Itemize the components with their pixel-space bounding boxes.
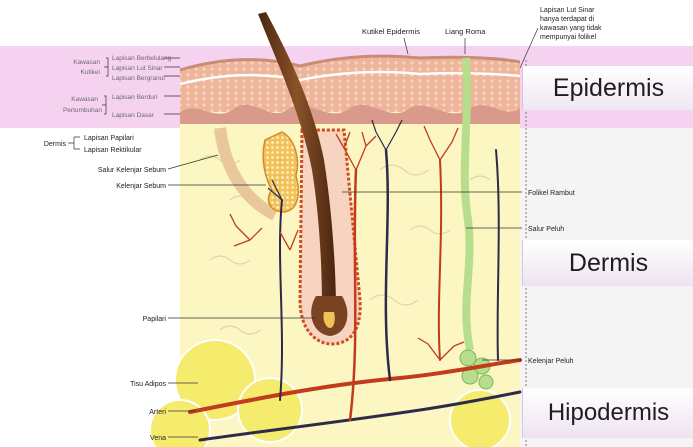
- epidermis-badge: Epidermis: [522, 66, 693, 110]
- label-salur-peluh: Salur Peluh: [528, 226, 564, 233]
- label-lapisan-bergranul: Lapisan Bergranul: [112, 75, 165, 82]
- label-lapisan-papilari: Lapisan Papilari: [84, 135, 134, 142]
- label-liang-roma: Liang Roma: [445, 27, 486, 36]
- hipodermis-badge: Hipodermis: [522, 388, 693, 438]
- dermis-badge: Dermis: [522, 240, 693, 286]
- label-salur-kelenjar-sebum: Salur Kelenjar Sebum: [98, 167, 166, 174]
- label-lapisan-lut-sinar: Lapisan Lut Sinar: [112, 65, 163, 72]
- label-note-line1: Lapisan Lut Sinar: [540, 7, 595, 14]
- label-dermis: Dermis: [44, 141, 67, 148]
- label-folikel-rambut: Folikel Rambut: [528, 190, 575, 197]
- label-papilari: Papilari: [143, 316, 167, 323]
- label-lapisan-retikular: Lapisan Rektikular: [84, 147, 142, 154]
- label-vena: Vena: [150, 435, 166, 442]
- label-kawasan-kutikel-2: Kutikel: [80, 69, 100, 76]
- sweat-duct: [465, 58, 470, 350]
- label-arteri: Arteri: [149, 409, 166, 416]
- label-lapisan-berduri: Lapisan Berduri: [112, 94, 158, 101]
- label-kawasan-pertumbuhan-1: Kawasan: [71, 96, 98, 103]
- sebaceous-gland: [263, 132, 298, 212]
- label-kelenjar-peluh: Kelenjar Peluh: [528, 358, 574, 365]
- label-kawasan-pertumbuhan-2: Pertumbuhan: [63, 107, 102, 114]
- label-kelenjar-sebum: Kelenjar Sebum: [116, 183, 166, 190]
- label-lapisan-dasar: Lapisan Dasar: [112, 112, 155, 119]
- label-kawasan-kutikel-1: Kawasan: [73, 59, 100, 66]
- label-note-line2: hanya terdapat di: [540, 16, 595, 23]
- label-kutikel-epidermis: Kutikel Epidermis: [362, 27, 420, 36]
- label-tisu-adipos: Tisu Adipos: [130, 381, 166, 388]
- label-note-line3: kawasan yang tidak: [540, 25, 602, 32]
- label-note-line4: mempunyai folikel: [540, 34, 596, 41]
- label-lapisan-berbelulang: Lapisan Berbelulang: [112, 55, 172, 62]
